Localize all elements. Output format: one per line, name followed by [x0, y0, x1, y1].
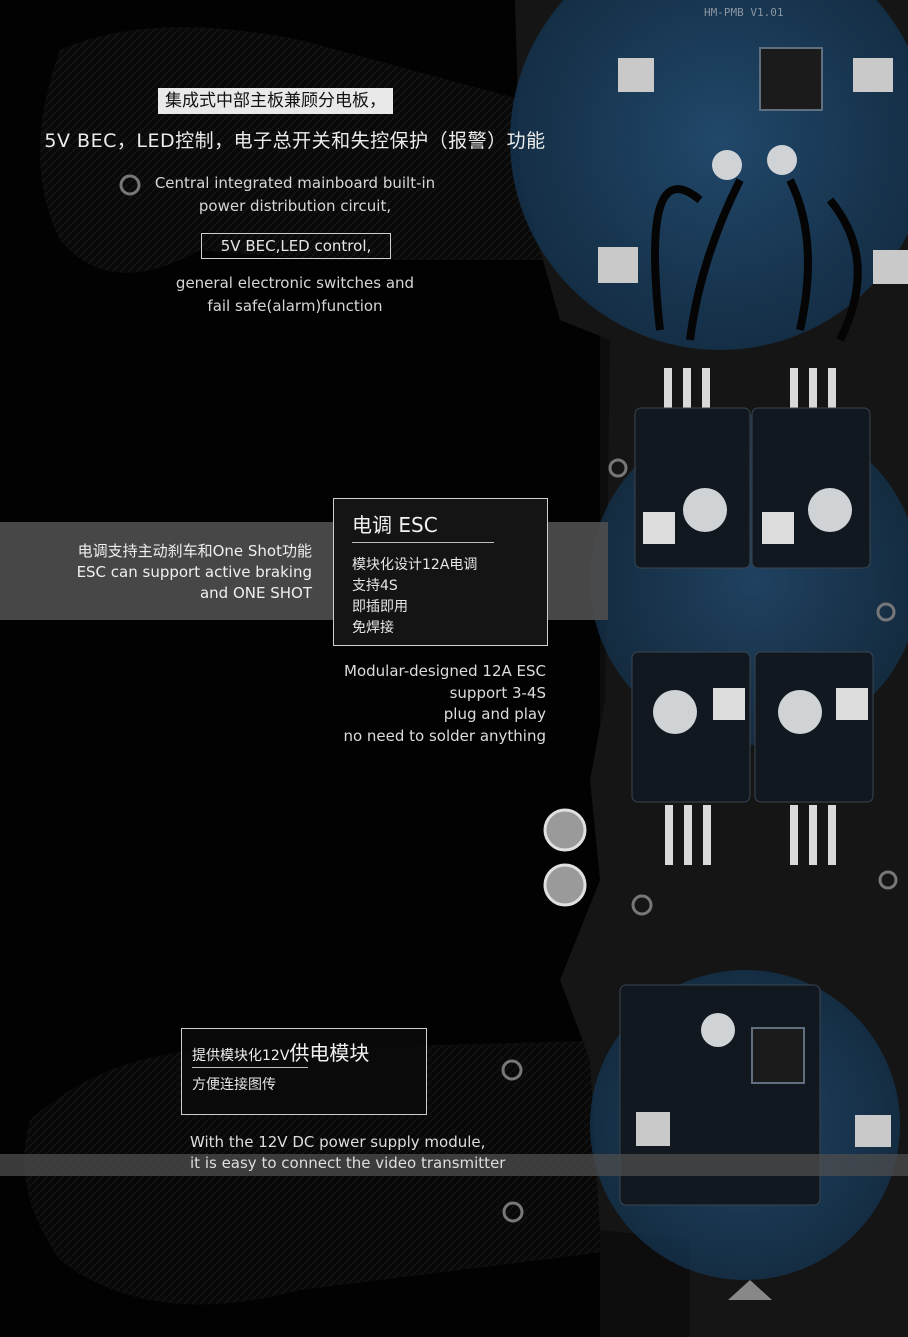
power-en-line-1: With the 12V DC power supply module, — [190, 1133, 486, 1151]
esc-band-text: 电调支持主动刹车和One Shot功能 ESC can support acti… — [20, 541, 312, 604]
esc-modules-upper — [634, 407, 871, 569]
esc-info-box: 电调 ESC 模块化设计12A电调 支持4S 即插即用 免焊接 — [333, 498, 548, 646]
esc-en-line: Modular-designed 12A ESC — [344, 662, 546, 680]
esc-feature-list: 模块化设计12A电调 支持4S 即插即用 免焊接 — [352, 555, 477, 639]
esc-en-line: no need to solder anything — [343, 726, 546, 745]
header-en-boxed: 5V BEC,LED control, — [201, 233, 391, 259]
led-2 — [543, 863, 587, 907]
wires-top — [651, 178, 862, 342]
power-title: 提供模块化12V供电模块 — [192, 1037, 369, 1066]
power-info-box: 提供模块化12V供电模块 方便连接图传 — [181, 1028, 427, 1115]
power-divider — [192, 1067, 308, 1068]
esc-divider — [352, 542, 494, 543]
esc-feature: 免焊接 — [352, 620, 394, 636]
esc-feature: 模块化设计12A电调 — [352, 557, 478, 573]
header-en-line-3: general electronic switches and — [175, 274, 415, 292]
connector-mid-left — [598, 247, 638, 283]
power-en-line-2: it is easy to connect the video transmit… — [190, 1154, 506, 1172]
inductor — [759, 47, 823, 111]
header-en-line-1: Central integrated mainboard built-in — [154, 174, 436, 192]
capacitor-top-1 — [712, 150, 742, 180]
power-title-a: 提供模块化12V — [192, 1048, 290, 1064]
power-gray-band — [0, 1154, 908, 1176]
esc-band-en-2: and ONE SHOT — [199, 584, 312, 602]
power-module-12v — [619, 984, 891, 1206]
header-en-line-4: fail safe(alarm)function — [207, 297, 383, 315]
esc-title: 电调 ESC — [352, 513, 438, 537]
power-sub: 方便连接图传 — [192, 1077, 276, 1093]
power-title-b: 供电模块 — [289, 1041, 370, 1065]
esc-en-line: plug and play — [443, 705, 546, 723]
arrow-up-icon — [728, 1280, 772, 1300]
esc-feature: 即插即用 — [352, 599, 408, 615]
esc-band-cn: 电调支持主动刹车和One Shot功能 — [77, 542, 312, 560]
esc-band-en-1: ESC can support active braking — [76, 563, 312, 581]
connector-top-right — [853, 58, 893, 92]
capacitor-top-2 — [767, 145, 797, 175]
header-cn-line: 5V BEC，LED控制，电子总开关和失控保护（报警）功能 — [44, 130, 546, 152]
esc-en-line: support 3-4S — [449, 683, 546, 702]
connector-mid-right — [873, 250, 908, 284]
header-en-line-2: power distribution circuit, — [198, 197, 392, 215]
esc-modules-lower — [631, 651, 874, 803]
pmb-silkscreen: HM-PMB V1.01 — [704, 6, 783, 19]
esc-feature: 支持4S — [352, 578, 398, 594]
connector-top-left — [618, 58, 654, 92]
esc-en-description: Modular-designed 12A ESC support 3-4S pl… — [290, 661, 546, 747]
mounting-holes — [119, 174, 898, 1223]
pin-headers-lower — [665, 805, 836, 865]
led-1 — [543, 808, 587, 852]
pin-headers-top — [664, 368, 836, 433]
header-cn-tag: 集成式中部主板兼顾分电板， — [158, 88, 393, 114]
power-en-text: With the 12V DC power supply module, it … — [190, 1132, 505, 1174]
